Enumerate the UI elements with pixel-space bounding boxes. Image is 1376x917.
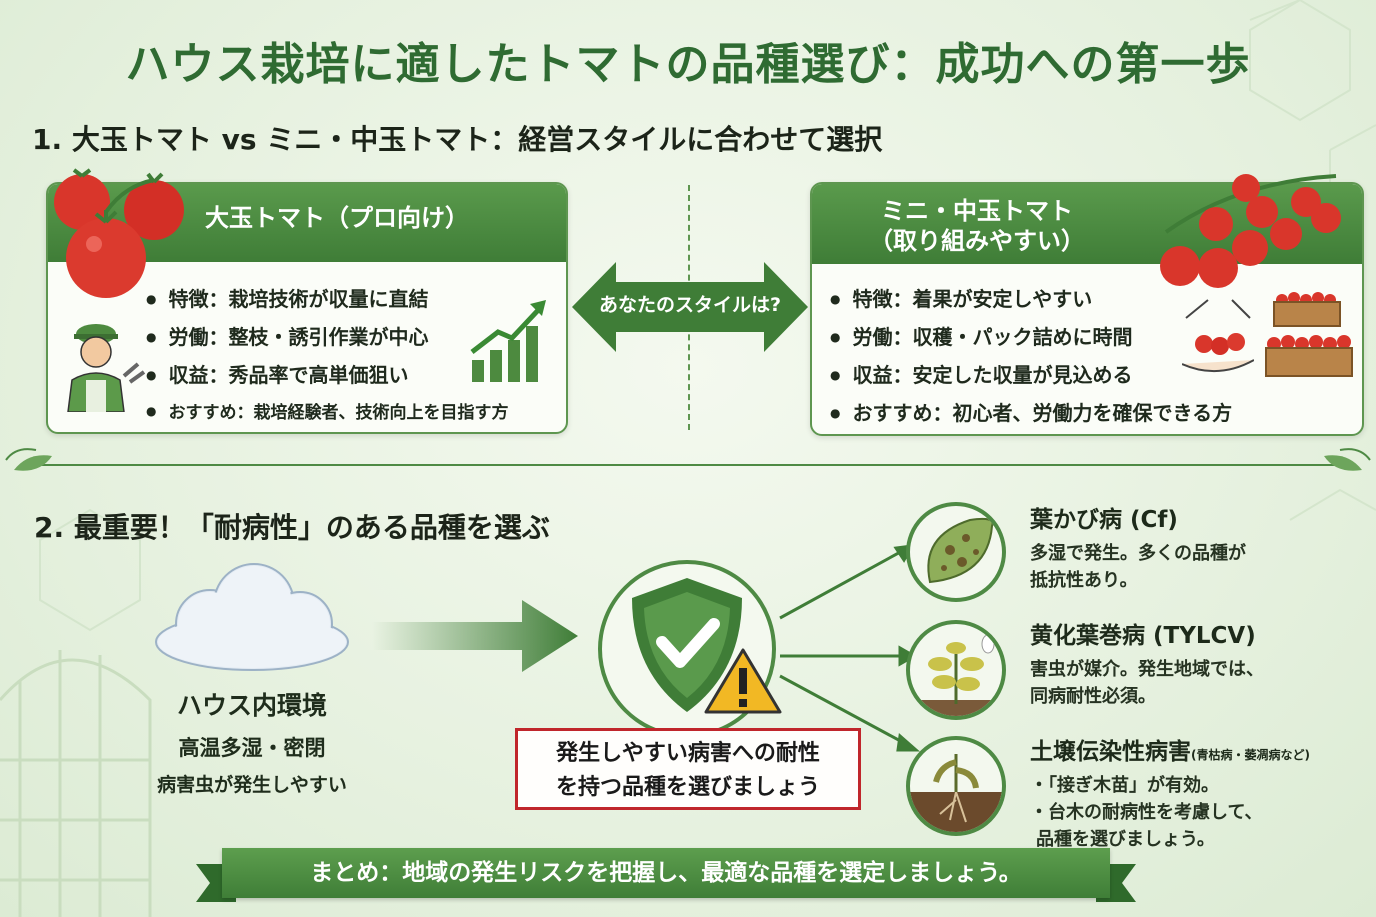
farmer-icon — [67, 324, 146, 412]
environment-line2: 病害虫が発生しやすい — [157, 774, 347, 796]
leaf-mold-circle — [906, 502, 1006, 602]
mini-tomato-card-title: ミニ・中玉トマト （取り組みやすい） — [812, 184, 1142, 264]
large-tomato-icon — [54, 168, 184, 298]
bullet-feature: 特徴：着果が安定しやすい — [830, 282, 1232, 320]
disease-item-soil: 土壌伝染性病害(青枯病・萎凋病など) ・「接ぎ木苗」が有効。 ・台木の耐病性を考… — [1030, 732, 1310, 853]
summary-banner: まとめ：地域の発生リスクを把握し、最適な品種を選定しましょう。 — [222, 848, 1110, 898]
disease-line: 抵抗性あり。 — [1030, 570, 1138, 591]
bullet-recommended: おすすめ：栽培経験者、技術向上を目指す方 — [146, 396, 508, 432]
resistance-warning-box: 発生しやすい病害への耐性 を持つ品種を選びましょう — [515, 728, 861, 810]
disease-line: 多湿で発生。多くの品種が — [1030, 543, 1246, 564]
bullet-labor: 労働：収穫・パック詰めに時間 — [830, 320, 1232, 358]
tomato-baskets-icon — [1265, 292, 1353, 377]
bullet-revenue: 収益：安定した収量が見込める — [830, 358, 1232, 396]
growth-chart-icon — [470, 300, 546, 382]
right-arrow-icon — [372, 600, 578, 672]
section2-heading: 2. 最重要！「耐病性」のある品種を選ぶ — [34, 511, 550, 544]
environment-line1: 高温多湿・密閉 — [178, 736, 326, 760]
disease-title: 土壌伝染性病害(青枯病・萎凋病など) — [1030, 732, 1310, 766]
disease-line: ・「接ぎ木苗」が有効。 — [1030, 775, 1219, 796]
tylcv-circle — [906, 620, 1006, 720]
mini-tomato-title-line2: （取り組みやすい） — [869, 227, 1085, 255]
disease-line: 害虫が媒介。発生地域では、 — [1030, 659, 1264, 680]
disease-line: 同病耐性必須。 — [1030, 686, 1156, 707]
style-question-label: あなたのスタイルは? — [598, 294, 782, 316]
bullet-recommended: おすすめ：初心者、労働力を確保できる方 — [830, 396, 1232, 434]
bullet-revenue: 収益：秀品率で高単価狙い — [146, 358, 508, 396]
section-divider — [5, 448, 1371, 471]
mini-tomato-title-line1: ミニ・中玉トマト — [881, 197, 1073, 225]
soil-disease-circle — [906, 736, 1006, 836]
large-tomato-bullets: 特徴：栽培技術が収量に直結 労働：整枝・誘引作業が中心 収益：秀品率で高単価狙い… — [146, 282, 508, 432]
mini-tomato-bullets: 特徴：着果が安定しやすい 労働：収穫・パック詰めに時間 収益：安定した収量が見込… — [830, 282, 1232, 434]
environment-block: ハウス内環境 高温多湿・密閉 病害虫が発生しやすい — [150, 686, 354, 797]
disease-title-main: 土壌伝染性病害 — [1030, 739, 1191, 765]
disease-item-leaf-mold: 葉かび病 (Cf) 多湿で発生。多くの品種が 抵抗性あり。 — [1030, 500, 1246, 594]
connector-arrows — [779, 544, 920, 752]
disease-title-note: (青枯病・萎凋病など) — [1191, 748, 1310, 762]
yellow-leaf-plant-icon — [910, 634, 1002, 716]
disease-line: 品種を選びましょう。 — [1036, 829, 1215, 850]
section1-heading: 1. 大玉トマト vs ミニ・中玉トマト：経営スタイルに合わせて選択 — [32, 123, 883, 156]
cloud-icon — [155, 563, 349, 671]
bullet-feature: 特徴：栽培技術が収量に直結 — [146, 282, 508, 320]
double-arrow-icon — [572, 262, 808, 352]
disease-title: 葉かび病 (Cf) — [1030, 507, 1178, 533]
disease-title: 黄化葉巻病 (TYLCV) — [1030, 623, 1256, 649]
warning-line1: 発生しやすい病害への耐性 — [556, 741, 820, 766]
leaf-mold-icon — [927, 517, 994, 584]
disease-item-tylcv: 黄化葉巻病 (TYLCV) 害虫が媒介。発生地域では、 同病耐性必須。 — [1030, 616, 1264, 710]
cherry-tomato-icon — [1160, 174, 1341, 288]
disease-line: ・台木の耐病性を考慮して、 — [1030, 802, 1263, 823]
shield-check-icon — [632, 578, 742, 712]
bullet-labor: 労働：整枝・誘引作業が中心 — [146, 320, 508, 358]
environment-title: ハウス内環境 — [176, 691, 327, 720]
wilted-plant-icon — [910, 754, 1002, 832]
warning-icon — [704, 648, 782, 714]
harvest-hands-icon — [1182, 299, 1254, 373]
page-title: ハウス栽培に適したトマトの品種選び：成功への第一歩 — [125, 39, 1251, 90]
warning-line2: を持つ品種を選びましょう — [555, 775, 820, 800]
